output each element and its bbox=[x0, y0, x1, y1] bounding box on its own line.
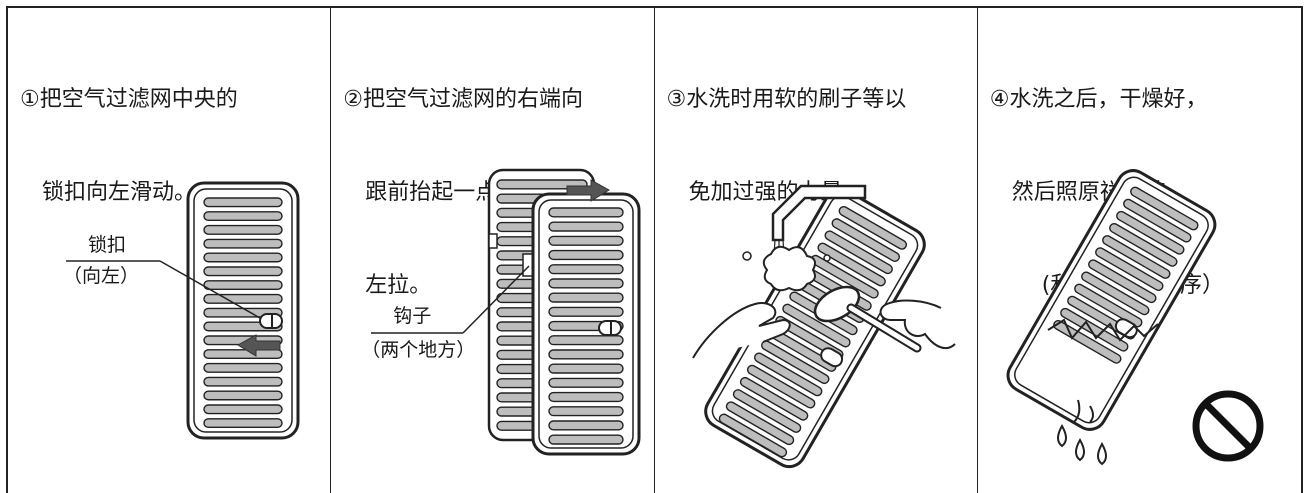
filter-slot bbox=[1080, 271, 1150, 316]
hook-label: 钩子 bbox=[393, 305, 432, 327]
filter-slot bbox=[203, 390, 283, 401]
filter-slide-illustration bbox=[66, 181, 300, 440]
filter-slot bbox=[718, 413, 787, 458]
filter-slot bbox=[753, 352, 822, 397]
step-2-panel: ②把空气过滤网的右端向 跟前抬起一点，同时向 左拉。 bbox=[331, 8, 655, 493]
filter-slot bbox=[1115, 210, 1185, 255]
filter-slot bbox=[203, 238, 283, 249]
filter-slot bbox=[1108, 222, 1178, 267]
prohibited-icon bbox=[1192, 390, 1264, 462]
latch-icon bbox=[598, 320, 623, 336]
filter-slot bbox=[824, 230, 893, 275]
step-4-line-1: ④水洗之后，干燥好， bbox=[989, 87, 1208, 112]
step-3-line-1: ③水洗时用软的刷子等以 bbox=[666, 87, 907, 112]
filter-slot bbox=[548, 349, 624, 360]
latch-direction-label: （向左） bbox=[63, 265, 140, 287]
water-drop-icon bbox=[1056, 423, 1107, 466]
step-1-caption: ①把空气过滤网中央的 锁扣向左滑动。 bbox=[20, 22, 324, 270]
filter-slot bbox=[203, 418, 283, 429]
filter-slot bbox=[548, 335, 624, 346]
filter-slot bbox=[1122, 198, 1192, 243]
dripping-filter bbox=[1006, 169, 1217, 431]
filter-slot bbox=[760, 340, 829, 385]
filter-slot bbox=[831, 218, 900, 262]
filter-slot bbox=[732, 389, 801, 433]
latch-icon bbox=[259, 313, 283, 329]
step-3-caption: ③水洗时用软的刷子等以 免加过强的力量。 bbox=[667, 22, 971, 270]
filter-slot bbox=[725, 401, 794, 446]
latch-leader-line bbox=[66, 260, 261, 319]
filter-slot bbox=[203, 293, 283, 304]
hands-icon bbox=[691, 299, 956, 359]
air-filter bbox=[186, 181, 300, 440]
hook-leader-line bbox=[371, 265, 530, 334]
front-filter bbox=[531, 192, 641, 456]
step-1-line-2: 锁扣向左滑动。 bbox=[42, 180, 197, 205]
water-drip-line bbox=[1047, 318, 1159, 423]
latch-icon bbox=[819, 347, 843, 368]
filter-slot bbox=[548, 278, 624, 289]
filter-slot bbox=[1101, 235, 1171, 279]
filter-slot bbox=[548, 249, 624, 261]
filter-slot bbox=[203, 197, 283, 208]
foam-icon bbox=[741, 245, 831, 292]
filter-slot bbox=[1087, 259, 1157, 304]
filter-slot bbox=[203, 349, 283, 360]
filter-slot bbox=[203, 266, 283, 277]
step-2-line-3: 左拉。 bbox=[365, 273, 432, 298]
filter-slot bbox=[1073, 283, 1143, 328]
filter-slot bbox=[548, 306, 624, 317]
step-2-line-1: ②把空气过滤网的右端向 bbox=[343, 87, 583, 112]
filter-slot bbox=[203, 211, 283, 222]
arrow-right-icon bbox=[566, 179, 611, 202]
filter-slot bbox=[746, 364, 815, 409]
filter-lift-illustration bbox=[371, 168, 641, 456]
filter-slot bbox=[548, 221, 624, 232]
drying-illustration bbox=[1006, 169, 1264, 466]
step-1-line-1: ①把空气过滤网中央的 bbox=[20, 87, 238, 112]
filter-slot bbox=[548, 363, 624, 374]
arrow-left-icon bbox=[237, 334, 281, 357]
filter-slot bbox=[548, 420, 624, 431]
filter-slot bbox=[1052, 319, 1122, 364]
filter-slot bbox=[548, 434, 624, 445]
filter-slot bbox=[203, 376, 283, 387]
instruction-grid: ①把空气过滤网中央的 锁扣向左滑动。 锁扣 （向左） bbox=[6, 6, 1303, 493]
filter-slot bbox=[739, 376, 808, 421]
step-4-panel: ④水洗之后，干燥好， 然后照原祥安装。 (和②的相反程序） bbox=[978, 8, 1301, 493]
filter-slot bbox=[548, 377, 624, 388]
filter-slot bbox=[1129, 186, 1199, 231]
filter-slot bbox=[548, 391, 624, 403]
filter-slot bbox=[496, 179, 588, 190]
filter-slot bbox=[816, 242, 886, 287]
hook-count-label: （两个地方） bbox=[361, 339, 476, 361]
filter-slot bbox=[781, 303, 851, 348]
brush-icon bbox=[813, 285, 921, 353]
washing-illustration bbox=[691, 184, 956, 469]
latch-icon bbox=[1114, 318, 1138, 339]
filter-slot bbox=[203, 224, 283, 235]
filter-slot bbox=[548, 264, 624, 275]
filter-slot bbox=[548, 207, 624, 218]
filter-slot bbox=[548, 406, 624, 417]
filter-slot bbox=[1094, 247, 1164, 291]
filter-slot bbox=[203, 280, 283, 291]
filter-slot bbox=[548, 292, 624, 303]
filter-slot bbox=[203, 404, 283, 415]
step-3-panel: ③水洗时用软的刷子等以 免加过强的力量。 bbox=[655, 8, 978, 493]
filter-slot bbox=[838, 205, 907, 250]
latch-label: 锁扣 bbox=[88, 234, 127, 256]
filter-slot bbox=[203, 362, 283, 373]
step-1-panel: ①把空气过滤网中央的 锁扣向左滑动。 锁扣 （向左） bbox=[8, 8, 332, 493]
filter-slot bbox=[548, 235, 624, 246]
filter-slot bbox=[203, 252, 283, 263]
